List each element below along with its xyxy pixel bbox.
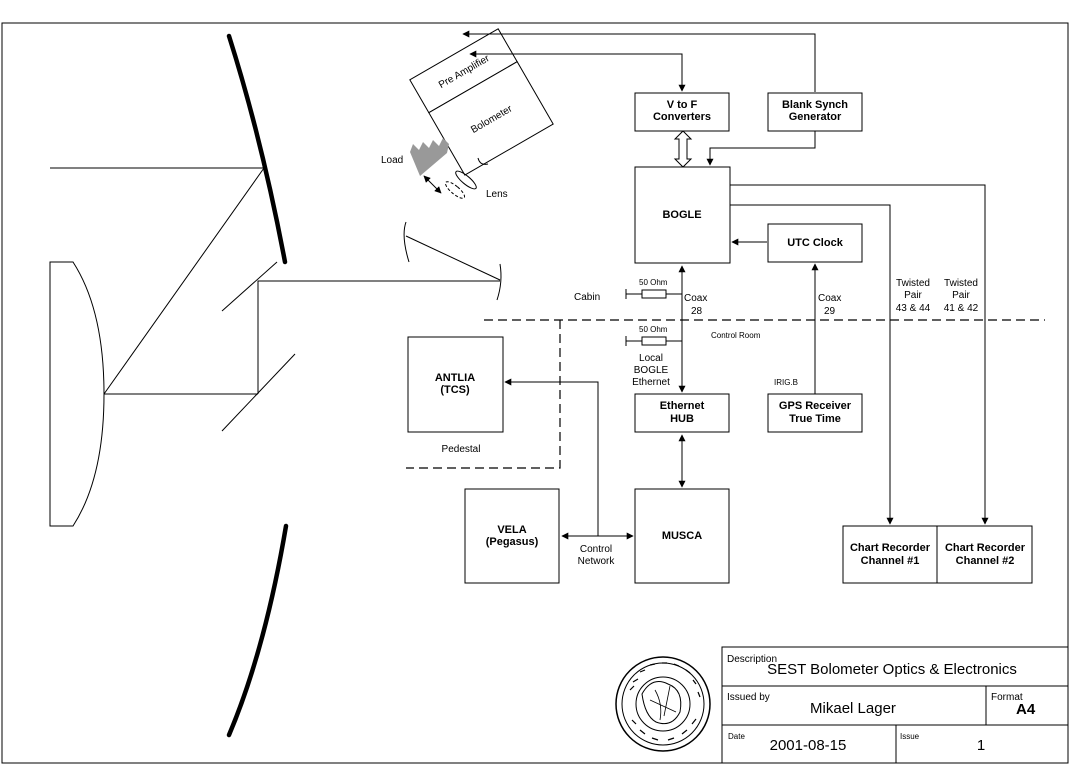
pedestal-label: Pedestal xyxy=(442,444,481,455)
date-value: 2001-08-15 xyxy=(770,737,847,754)
block-ethernet-hub: Ethernet HUB xyxy=(634,393,730,433)
block-vela: VELA (Pegasus) xyxy=(464,488,560,584)
block-vtof: V to F Converters xyxy=(634,92,730,132)
block-gps: GPS Receiver True Time xyxy=(767,393,863,433)
utc-clock-label: UTC Clock xyxy=(787,237,844,249)
resistor-bottom-label: 50 Ohm xyxy=(639,325,668,334)
bogle-to-chart2-arrow xyxy=(730,184,989,525)
musca-label: MUSCA xyxy=(662,530,702,542)
coax28-line1: Coax xyxy=(684,293,707,304)
issued-by-label: Issued by xyxy=(727,692,770,703)
block-blank-synch: Blank Synch Generator xyxy=(767,92,863,132)
block-musca: MUSCA xyxy=(634,488,730,584)
local-bogle-line3: Ethernet xyxy=(632,377,670,388)
lens-icon xyxy=(455,170,477,190)
irig-label: IRIG.B xyxy=(774,378,798,387)
chart1-line2: Channel #1 xyxy=(861,555,920,567)
fold-mirror-2 xyxy=(221,353,296,432)
telescope-optics xyxy=(49,33,502,738)
preamp-to-vtof-arrow xyxy=(469,50,686,92)
control-room-label: Control Room xyxy=(711,331,761,340)
hub-line2: HUB xyxy=(670,413,694,425)
observatory-seal xyxy=(615,656,711,752)
cabin-label: Cabin xyxy=(574,292,600,303)
resistor-top-icon xyxy=(641,289,667,299)
bogle-to-chart1-arrow xyxy=(730,204,894,525)
coax29-line2: 29 xyxy=(824,306,836,317)
network-to-antlia-arrow xyxy=(504,378,599,536)
connections xyxy=(462,30,989,540)
block-antlia: ANTLIA (TCS) xyxy=(407,336,504,433)
title-block: Description SEST Bolometer Optics & Elec… xyxy=(721,646,1069,764)
lens-label: Lens xyxy=(486,189,508,200)
synch-to-bogle-arrow xyxy=(706,131,816,166)
description-label: Description xyxy=(727,654,777,665)
format-label: Format xyxy=(991,692,1023,703)
block-bogle: BOGLE xyxy=(634,166,731,264)
load-move-arrow xyxy=(423,175,442,194)
antlia-line2: (TCS) xyxy=(440,384,470,396)
primary-mirror-lower xyxy=(226,523,289,738)
gps-line2: True Time xyxy=(789,413,841,425)
vtof-line1: V to F xyxy=(667,99,698,111)
resistor-top-label: 50 Ohm xyxy=(639,278,668,287)
vela-line1: VELA xyxy=(497,524,526,536)
local-bogle-line1: Local xyxy=(639,353,663,364)
vtof-bogle-bus-icon xyxy=(673,130,693,168)
control-network-line1: Control xyxy=(580,544,612,555)
coax29-line1: Coax xyxy=(818,293,841,304)
twisted-pair-2-line2: Pair xyxy=(952,290,970,301)
block-chart-recorder-2: Chart Recorder Channel #2 xyxy=(936,525,1033,584)
blank-synch-line1: Blank Synch xyxy=(782,99,848,111)
description-value: SEST Bolometer Optics & Electronics xyxy=(767,661,1017,678)
pedestal-boundary xyxy=(406,320,561,469)
twisted-pair-1-line1: Twisted xyxy=(896,278,930,289)
block-utc-clock: UTC Clock xyxy=(767,223,863,263)
load-label: Load xyxy=(381,155,403,166)
issued-by-value: Mikael Lager xyxy=(810,700,896,717)
block-chart-recorder-1: Chart Recorder Channel #1 xyxy=(842,525,938,584)
twisted-pair-1-line2: Pair xyxy=(904,290,922,301)
date-label: Date xyxy=(728,732,745,741)
hub-line1: Ethernet xyxy=(660,400,705,412)
focus-mirror-left xyxy=(403,221,410,263)
issue-label: Issue xyxy=(900,732,920,741)
resistor-top-wire xyxy=(625,289,682,299)
drawing-frame xyxy=(1,22,1069,764)
lens-assembly: Load Lens xyxy=(381,138,508,200)
resistor-bottom-icon xyxy=(641,336,667,346)
format-value: A4 xyxy=(1016,701,1036,718)
twisted-pair-1-line3: 43 & 44 xyxy=(896,303,931,314)
resistor-bottom-wire xyxy=(625,336,682,346)
issue-value: 1 xyxy=(977,737,985,754)
gps-line1: GPS Receiver xyxy=(779,400,852,412)
chart1-line1: Chart Recorder xyxy=(850,542,931,554)
coax28-line2: 28 xyxy=(691,306,703,317)
chart2-line1: Chart Recorder xyxy=(945,542,1026,554)
chart2-line2: Channel #2 xyxy=(956,555,1015,567)
twisted-pair-2-line1: Twisted xyxy=(944,278,978,289)
twisted-pair-2-line3: 41 & 42 xyxy=(944,303,979,314)
fold-mirror-1 xyxy=(221,261,278,312)
vela-line2: (Pegasus) xyxy=(486,536,539,548)
ray-lines xyxy=(50,167,501,395)
control-network-line2: Network xyxy=(578,556,616,567)
antlia-line1: ANTLIA xyxy=(435,372,475,384)
annotations: Cabin Control Room 50 Ohm 50 Ohm Coax 28… xyxy=(442,278,979,567)
load-icon xyxy=(410,138,449,176)
subreflector xyxy=(49,261,105,527)
primary-mirror-upper xyxy=(226,33,288,265)
vtof-line2: Converters xyxy=(653,111,711,123)
blank-synch-line2: Generator xyxy=(789,111,842,123)
receiver-window xyxy=(477,157,489,165)
focus-mirror-right xyxy=(496,263,502,301)
bogle-label: BOGLE xyxy=(662,209,701,221)
preamp-bus-line xyxy=(470,33,816,92)
local-bogle-line2: BOGLE xyxy=(634,365,669,376)
